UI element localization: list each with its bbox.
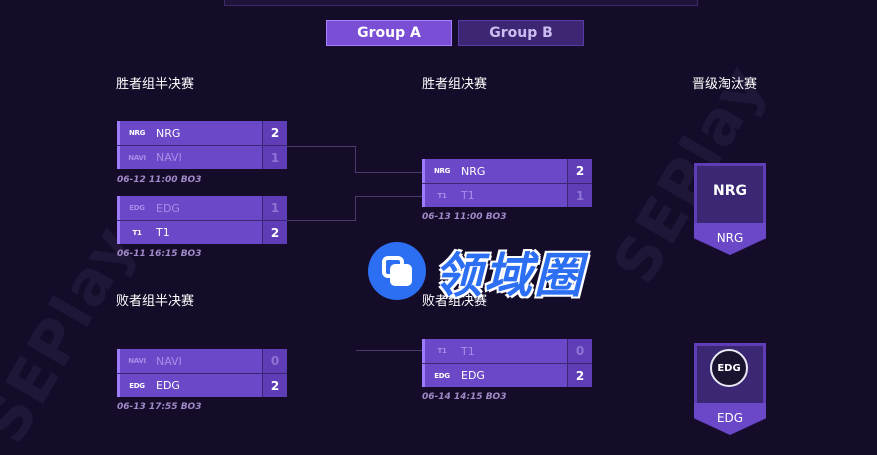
team-logo: EDG (129, 381, 145, 390)
team-name: T1 (461, 189, 475, 202)
team-logo: EDG (710, 349, 748, 387)
match-time: 06-12 11:00 BO3 (117, 175, 202, 185)
team-score: 0 (262, 349, 287, 373)
team-score: 0 (567, 339, 592, 363)
match-time: 06-13 11:00 BO3 (422, 212, 507, 222)
overlay-logo: 领域圈 (368, 236, 584, 306)
team-score: 1 (567, 184, 592, 207)
heading-advance: 晋级淘汰赛 (692, 77, 758, 92)
team-score: 2 (567, 159, 592, 183)
team-logo: T1 (132, 228, 142, 237)
team-logo: NAVI (128, 357, 146, 365)
match-row-loser: T1 T1 1 (422, 183, 592, 207)
team-name: NRG (461, 164, 486, 178)
team-score: 2 (262, 121, 287, 145)
team-score: 2 (262, 221, 287, 244)
match-row-winner: T1 T1 2 (117, 220, 287, 244)
heading-winners-semifinal: 胜者组半决赛 (116, 77, 195, 92)
team-logo: NRG (713, 183, 747, 199)
advanced-team-banner[interactable]: EDG EDG (694, 343, 766, 435)
team-name: T1 (156, 226, 170, 239)
team-name: EDG (156, 201, 180, 215)
match-row-loser: NAVI NAVI 0 (117, 349, 287, 373)
heading-winners-final: 胜者组决赛 (422, 77, 488, 92)
team-name: NAVI (156, 151, 182, 164)
connector-line (287, 220, 356, 221)
team-logo: EDG (434, 371, 450, 380)
team-logo: NRG (433, 167, 451, 175)
tab-group-a[interactable]: Group A (326, 20, 452, 46)
connector-line (287, 146, 356, 147)
team-logo: EDG (129, 204, 145, 212)
match-time: 06-11 16:15 BO3 (117, 249, 202, 259)
match-row-winner: EDG EDG 2 (117, 373, 287, 397)
team-logo: T1 (437, 347, 447, 355)
team-score: 2 (567, 364, 592, 387)
heading-losers-semifinal: 败者组半决赛 (116, 294, 195, 309)
team-name: EDG (716, 411, 744, 425)
team-logo: NRG (128, 129, 146, 137)
row-accent (117, 121, 120, 145)
match-row-loser: T1 T1 0 (422, 339, 592, 363)
match-row-loser: EDG EDG 1 (117, 196, 287, 220)
team-name: EDG (461, 369, 485, 382)
top-frame (224, 0, 698, 6)
match-winners-final[interactable]: NRG NRG 2 T1 T1 1 (422, 159, 592, 207)
match-time: 06-13 17:55 BO3 (117, 402, 202, 412)
match-losers-final[interactable]: T1 T1 0 EDG EDG 2 (422, 339, 592, 387)
connector-line (355, 146, 356, 172)
team-logo: T1 (437, 191, 447, 200)
banner-frame (694, 163, 766, 255)
match-time: 06-14 14:15 BO3 (422, 392, 507, 402)
match-row-winner: EDG EDG 2 (422, 363, 592, 387)
match-row-loser: NAVI NAVI 1 (117, 145, 287, 169)
site-logo-icon (368, 242, 426, 300)
overlay-logo-text: 领域圈 (434, 248, 585, 304)
team-score: 1 (262, 196, 287, 220)
advanced-team-banner[interactable]: NRG NRG (694, 163, 766, 255)
logo-square-fill (390, 264, 412, 286)
row-accent (422, 364, 425, 387)
match-row-winner: NRG NRG 2 (117, 121, 287, 145)
row-accent (422, 159, 425, 183)
team-name: NRG (156, 126, 181, 140)
match-winners-semifinal-1[interactable]: NRG NRG 2 NAVI NAVI 1 (117, 121, 287, 169)
row-accent (117, 221, 120, 244)
row-accent (117, 146, 120, 169)
match-losers-semifinal[interactable]: NAVI NAVI 0 EDG EDG 2 (117, 349, 287, 397)
row-accent (117, 374, 120, 397)
team-name: EDG (156, 379, 180, 392)
connector-line (355, 172, 422, 173)
connector-line (355, 196, 422, 197)
row-accent (117, 196, 120, 220)
row-accent (422, 339, 425, 363)
match-row-winner: NRG NRG 2 (422, 159, 592, 183)
connector-line (355, 196, 356, 221)
row-accent (422, 184, 425, 207)
connector-line (356, 350, 422, 351)
team-logo: NAVI (128, 153, 146, 162)
team-name: T1 (461, 344, 475, 358)
heading-losers-final: 败者组决赛 (422, 294, 488, 309)
team-name: NRG (716, 231, 744, 245)
match-winners-semifinal-2[interactable]: EDG EDG 1 T1 T1 2 (117, 196, 287, 244)
tab-group-b[interactable]: Group B (458, 20, 584, 46)
row-accent (117, 349, 120, 373)
team-score: 1 (262, 146, 287, 169)
team-score: 2 (262, 374, 287, 397)
team-name: NAVI (156, 354, 182, 368)
